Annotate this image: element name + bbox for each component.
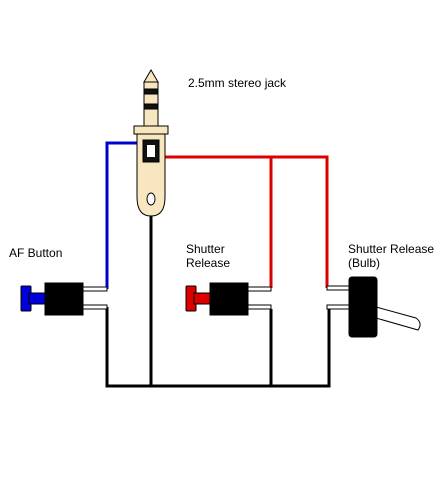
bulb-toggle-switch-icon [326, 276, 421, 338]
jack-collar [133, 125, 169, 135]
af-switch-body [44, 282, 84, 316]
jack-ring-2 [143, 103, 159, 110]
jack-tip [143, 69, 159, 83]
shutter-wires [150, 155, 329, 288]
shutter-switch-stem [193, 292, 213, 305]
bulb-switch-lever [375, 306, 421, 331]
af-signal-wire [105, 141, 143, 289]
shutter-switch-lead-bottom [246, 304, 272, 310]
shutter-push-button-switch-icon [185, 282, 272, 316]
stereo-jack-plug-icon [133, 69, 169, 217]
jack-hole [146, 192, 156, 206]
bulb-switch-body [348, 276, 378, 338]
jack-ring-1 [143, 88, 159, 95]
af-button-label: AF Button [9, 246, 63, 260]
shutter-signal-wire [150, 155, 329, 288]
af-switch-lead-top [81, 286, 108, 292]
af-wire [105, 141, 143, 289]
ground-wires [105, 215, 331, 388]
bulb-release-label-line1: Shutter Release [348, 242, 435, 256]
bulb-release-label-line2: (Bulb) [348, 256, 381, 270]
shutter-release-label-line1: Shutter [186, 242, 225, 256]
af-switch-lead-bottom [81, 304, 108, 310]
bulb-switch-lead-top [326, 285, 351, 291]
af-switch-stem [28, 292, 48, 305]
bulb-switch-lead-bottom [326, 304, 351, 310]
jack-terminal-inner [147, 145, 155, 157]
jack-label: 2.5mm stereo jack [188, 76, 287, 90]
shutter-switch-body [209, 282, 249, 316]
shutter-switch-lead-top [246, 286, 272, 292]
ground-bus-wire [105, 307, 331, 388]
shutter-release-label-line2: Release [186, 256, 231, 270]
af-push-button-switch-icon [20, 282, 108, 316]
